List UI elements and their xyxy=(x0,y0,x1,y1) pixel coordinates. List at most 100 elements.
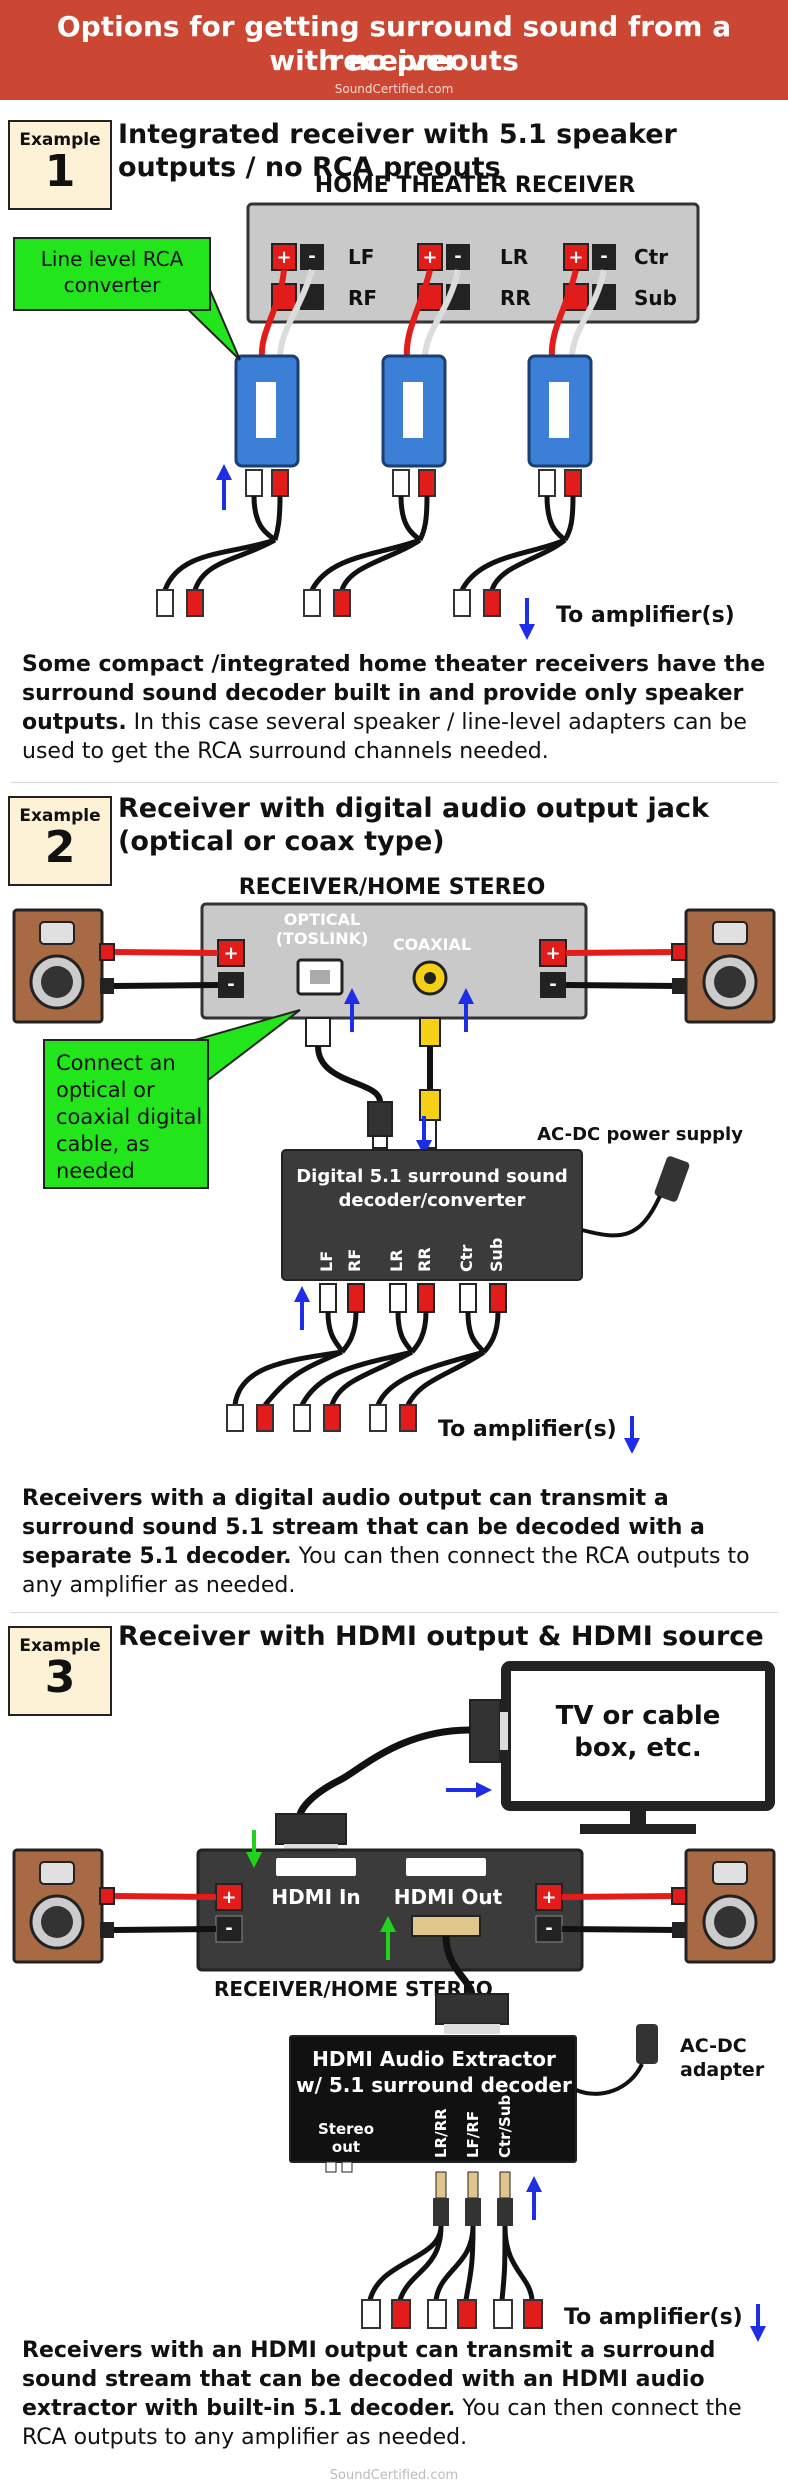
ex1-rca-cables xyxy=(162,495,576,592)
ex2-out-rf: RF xyxy=(345,1249,364,1272)
tv-icon: TV or cable box, etc. xyxy=(501,1661,775,1834)
ex3-tv-line2: box, etc. xyxy=(574,1733,702,1763)
ex3-tv-line1: TV or cable xyxy=(556,1701,721,1731)
down-arrow-icon xyxy=(624,1416,640,1454)
hdmi-plug-icon xyxy=(275,1813,347,1852)
ex1-ch-ctr: Ctr xyxy=(634,245,668,269)
ex2-callout: Connect an optical or coaxial digital ca… xyxy=(43,1009,301,1189)
ex1-ch-lf: LF xyxy=(348,245,374,269)
ex1-paragraph-rest: In this case several speaker / line-leve… xyxy=(22,710,747,764)
example1-title: Integrated receiver with 5.1 speaker out… xyxy=(118,119,677,183)
ex1-callout-line1: Line level RCA xyxy=(41,247,184,271)
ex2-out-sub: Sub xyxy=(487,1238,506,1272)
ex2-receiver-label: RECEIVER/HOME STEREO xyxy=(239,875,546,900)
svg-text:-: - xyxy=(308,246,315,267)
ex1-converter-2 xyxy=(381,354,447,468)
ex1-loose-rca-ends xyxy=(156,589,501,617)
ex1-converter-1 xyxy=(234,354,300,468)
up-arrow-icon xyxy=(216,464,232,510)
ex3-out-lf-rf: LF/RF xyxy=(464,2111,482,2158)
ex3-adapter-line1: AC-DC xyxy=(680,2035,747,2057)
ex2-to-amplifier: To amplifier(s) xyxy=(438,1417,617,1442)
example2-title: Receiver with digital audio output jack … xyxy=(118,793,709,857)
hdmi-plug-icon xyxy=(435,1993,509,2034)
hdmi-plug-icon xyxy=(469,1699,508,1763)
speaker-icon xyxy=(12,908,104,1024)
example3-diagram: TV or cable box, etc. + - + - xyxy=(12,1661,776,2342)
ex3-hdmi-in-label: HDMI In xyxy=(271,1885,360,1909)
ex3-extractor-outputs: LR/RR LF/RF Ctr/Sub xyxy=(432,2094,514,2158)
ex3-paragraph-bold: Receivers with an HDMI output can transm… xyxy=(22,2338,716,2421)
ex3-hdmi-out-label: HDMI Out xyxy=(394,1885,503,1909)
ex2-receiver-body xyxy=(200,902,588,1020)
speaker-icon xyxy=(684,1848,776,1964)
ex3-paragraph: Receivers with an HDMI output can transm… xyxy=(22,2336,770,2452)
ex3-hdmi-cable-top xyxy=(296,1726,471,1817)
ex3-adapter-line2: adapter xyxy=(680,2059,765,2081)
ex3-extractor-line2: w/ 5.1 surround decoder xyxy=(296,2073,572,2097)
ex1-converter-3 xyxy=(527,354,593,468)
down-arrow-icon xyxy=(416,1116,432,1156)
example1-badge-label: Example xyxy=(19,130,101,150)
header-site-credit: SoundCertified.com xyxy=(334,82,454,96)
ex1-callout-line2: converter xyxy=(64,273,161,297)
ex2-output-cables xyxy=(232,1311,501,1407)
svg-text:-: - xyxy=(600,246,607,267)
down-arrow-icon xyxy=(750,2304,766,2342)
divider-1 xyxy=(10,782,778,783)
svg-text:-: - xyxy=(454,246,461,267)
ex2-out-rr: RR xyxy=(415,1247,434,1272)
ex3-35mm-plugs xyxy=(433,2171,513,2226)
ex2-paragraph-bold: Receivers with a digital audio output ca… xyxy=(22,1486,705,1569)
ex2-loose-rca-ends xyxy=(226,1404,417,1432)
ex3-stereo-out-line1: Stereo xyxy=(318,2120,374,2138)
right-arrow-icon xyxy=(446,1782,492,1798)
up-arrow-icon xyxy=(526,2176,542,2220)
ex3-out-ctr-sub: Ctr/Sub xyxy=(496,2094,514,2158)
ex3-receiver-body xyxy=(196,1848,584,1972)
ex2-right-terminals: + - xyxy=(539,939,567,998)
svg-text:+: + xyxy=(541,1887,556,1908)
example2-badge-label: Example xyxy=(19,806,101,826)
ex2-coaxial-label: COAXIAL xyxy=(393,935,471,954)
ex2-callout-line2: optical or xyxy=(56,1078,155,1102)
svg-text:-: - xyxy=(227,974,234,995)
ex3-extractor-body xyxy=(289,2035,577,2163)
ex1-paragraph-bold: Some compact /integrated home theater re… xyxy=(22,652,766,735)
svg-text:-: - xyxy=(225,1918,232,1939)
ex1-callout: Line level RCA converter xyxy=(13,237,241,361)
svg-text:+: + xyxy=(422,247,437,268)
ex2-decoder-line1: Digital 5.1 surround sound xyxy=(296,1166,568,1187)
footer-site-credit: SoundCertified.com xyxy=(329,2468,459,2483)
ex3-hdmi-out-plug-head xyxy=(411,1915,481,1937)
example1-diagram: HOME THEATER RECEIVER + - LF RF + - LR R… xyxy=(13,173,735,640)
ex3-hdmi-cable-bottom xyxy=(442,1935,476,1997)
ex1-ch-lr: LR xyxy=(500,245,528,269)
svg-text:+: + xyxy=(545,943,560,964)
example2-badge-number: 2 xyxy=(44,822,76,873)
ex2-callout-line4: cable, as xyxy=(56,1132,150,1156)
ex1-ch-rr: RR xyxy=(500,286,531,310)
ex2-decoder-line2: decoder/converter xyxy=(338,1190,525,1211)
svg-text:-: - xyxy=(549,974,556,995)
ex1-ch-sub: Sub xyxy=(634,286,677,310)
up-arrow-icon xyxy=(294,1286,310,1330)
ex2-optical-label: OPTICAL xyxy=(284,910,361,929)
ex2-power-label: AC-DC power supply xyxy=(537,1124,743,1145)
ex3-extractor-line1: HDMI Audio Extractor xyxy=(312,2047,556,2071)
example3-badge: Example 3 xyxy=(8,1626,112,1716)
ex2-decoder-outputs: LF RF LR RR Ctr Sub xyxy=(317,1238,506,1272)
ex2-callout-line3: coaxial digital xyxy=(56,1105,202,1129)
ex3-hdmi-out-port xyxy=(406,1858,486,1876)
speaker-icon xyxy=(12,1848,104,1964)
up-arrow-icon xyxy=(458,988,474,1032)
svg-text:+: + xyxy=(276,247,291,268)
ex2-out-lf: LF xyxy=(317,1251,336,1272)
example2-badge: Example 2 xyxy=(8,796,112,886)
ex3-out-lr-rr: LR/RR xyxy=(432,2108,450,2158)
ex2-out-ctr: Ctr xyxy=(457,1245,476,1272)
down-arrow-icon xyxy=(519,598,535,640)
ex2-output-plugs xyxy=(319,1283,507,1313)
page-header: Options for getting surround sound from … xyxy=(0,0,788,100)
ex2-out-lr: LR xyxy=(387,1249,406,1272)
